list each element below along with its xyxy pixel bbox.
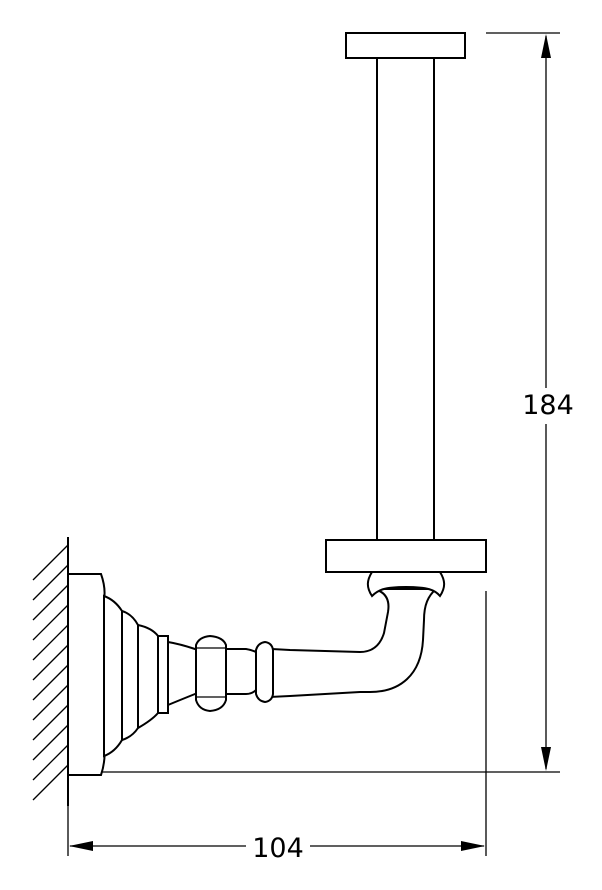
holder-collar bbox=[366, 571, 446, 598]
height-arrow-bottom bbox=[541, 747, 551, 771]
wall bbox=[32, 537, 69, 806]
flange-neck bbox=[157, 635, 169, 714]
bottom-plate bbox=[325, 539, 487, 573]
turned-rod bbox=[167, 634, 274, 713]
width-label: 104 bbox=[252, 833, 304, 864]
wall-flange bbox=[67, 573, 169, 776]
height-dimension: 184 bbox=[101, 32, 574, 773]
flange-step-3 bbox=[137, 623, 159, 730]
flange-step-2 bbox=[121, 609, 139, 742]
flange-plate bbox=[67, 573, 106, 776]
height-label: 184 bbox=[522, 390, 574, 421]
rod-bead-1 bbox=[195, 634, 227, 713]
top-cap bbox=[345, 32, 466, 59]
wall-hatching bbox=[32, 544, 69, 801]
width-arrow-left bbox=[69, 841, 93, 851]
holder-arm bbox=[269, 588, 439, 699]
width-dimension: 104 bbox=[67, 591, 487, 864]
rod-bead-2 bbox=[255, 640, 274, 704]
height-arrow-top bbox=[541, 34, 551, 58]
roll-post bbox=[376, 57, 435, 541]
width-arrow-right bbox=[461, 841, 485, 851]
flange-step-1 bbox=[103, 594, 123, 758]
